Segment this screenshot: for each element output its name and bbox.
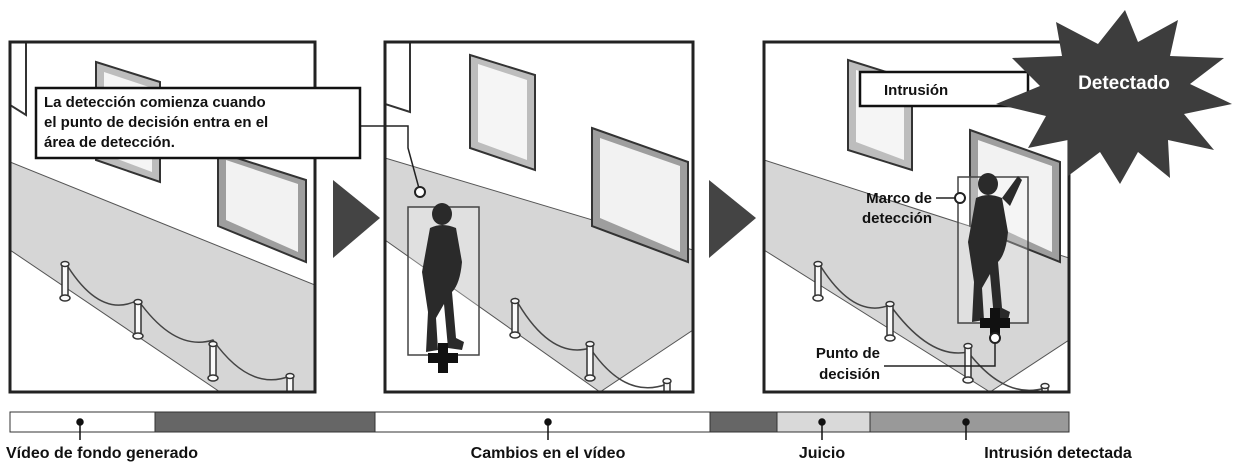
decision-point-callout: Punto de decisión <box>816 332 1001 383</box>
person-figure <box>968 173 1022 322</box>
walkway <box>10 161 315 392</box>
picture-frame-right <box>591 126 689 264</box>
callout-text-line-2: el punto de decisión entra en el <box>44 114 268 131</box>
next-arrow-2 <box>709 180 756 258</box>
timeline-segment-bg-processing <box>154 411 376 433</box>
timeline-bar: Vídeo de fondo generado Cambios en el ví… <box>6 411 1132 462</box>
timeline-label-changes: Cambios en el vídeo <box>471 445 626 462</box>
intrusion-callout: Intrusión <box>858 70 1030 108</box>
decision-point-cross <box>980 308 1010 338</box>
frame-label-line-2: detección <box>862 210 932 227</box>
timeline-label-background: Vídeo de fondo generado <box>6 445 198 462</box>
detection-frame-callout: Marco de detección <box>862 190 966 227</box>
callout-text-line-1: La detección comienza cuando <box>44 94 266 111</box>
detected-text: Detectado <box>1078 73 1170 94</box>
detection-start-callout: La detección comienza cuando el punto de… <box>34 86 426 198</box>
scene-panel-2 <box>383 40 695 394</box>
timeline-segment-changes-end <box>709 411 778 433</box>
point-label-line-1: Punto de <box>816 345 880 362</box>
intrusion-label: Intrusión <box>884 82 948 99</box>
point-label-line-2: decisión <box>819 366 880 383</box>
timeline-label-intrusion: Intrusión detectada <box>984 445 1132 462</box>
decision-point-cross <box>428 343 458 373</box>
callout-text-line-3: área de detección. <box>44 134 175 151</box>
timeline-segment-changes <box>374 411 711 433</box>
next-arrow-1 <box>333 180 380 258</box>
picture-frame-left <box>385 42 536 172</box>
picture-frame-right <box>217 150 307 264</box>
frame-label-line-1: Marco de <box>866 190 932 207</box>
detected-burst: Detectado <box>996 10 1232 184</box>
timeline-label-judgment: Juicio <box>799 445 845 462</box>
